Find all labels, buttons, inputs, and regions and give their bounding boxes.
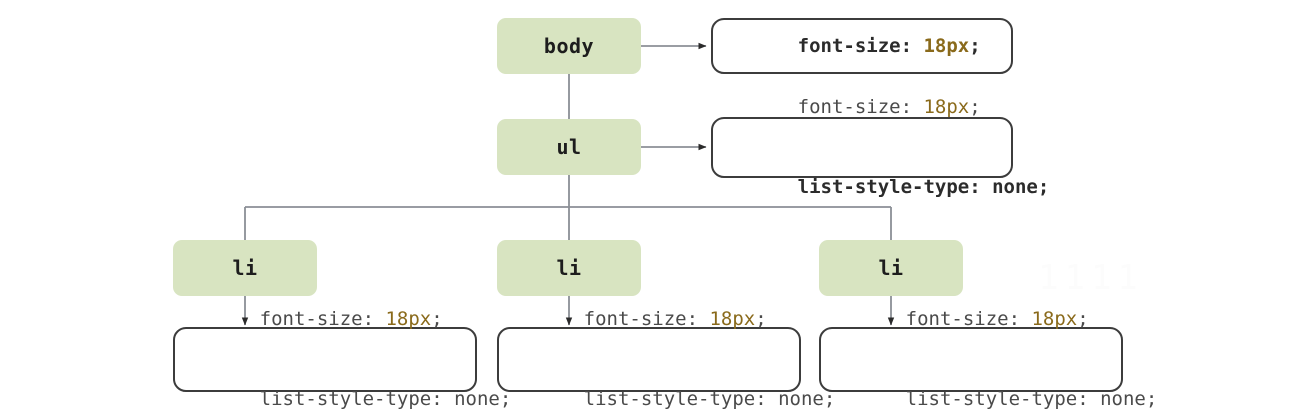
prop-terminator: ; <box>1145 388 1158 410</box>
node-li-1[interactable]: li <box>173 240 317 296</box>
prop-line-list-style-type: list-style-type: none; <box>729 148 1050 229</box>
node-body[interactable]: body <box>497 18 641 74</box>
prop-terminator: ; <box>1077 307 1089 330</box>
prop-name: list-style-type: <box>259 388 455 410</box>
prop-line-font-size: font-size: 18px; <box>729 67 1011 148</box>
prop-value: 18px <box>923 34 970 57</box>
prop-name: font-size: <box>583 307 710 330</box>
prop-terminator: ; <box>431 307 443 330</box>
prop-value: none <box>992 176 1038 199</box>
prop-line-font-size: font-size: 18px; <box>837 279 1121 360</box>
watermark: 1111 <box>1038 258 1144 298</box>
node-ul[interactable]: ul <box>497 119 641 175</box>
node-li-3[interactable]: li <box>819 240 963 296</box>
prop-name: font-size: <box>259 307 386 330</box>
prop-terminator: ; <box>969 34 981 57</box>
prop-box-li-3: font-size: 18px; list-style-type: none; <box>819 308 1157 410</box>
prop-name: list-style-type: <box>797 176 993 199</box>
prop-line-font-size: font-size: 18px; <box>729 6 1011 87</box>
prop-box-body: font-size: 18px; <box>711 18 1013 74</box>
prop-box-li-1: font-size: 18px; list-style-type: none; <box>173 308 511 410</box>
prop-terminator: ; <box>499 388 512 410</box>
prop-name: font-size: <box>905 307 1032 330</box>
prop-value: none <box>1100 388 1146 410</box>
prop-name: font-size: <box>797 34 924 57</box>
prop-name: font-size: <box>797 95 924 118</box>
prop-value: 18px <box>1031 307 1078 330</box>
prop-box-ul: font-size: 18px; list-style-type: none; <box>711 96 1049 198</box>
prop-line-list-style-type: list-style-type: none; <box>191 360 512 410</box>
prop-terminator: ; <box>1037 176 1050 199</box>
prop-value: none <box>778 388 824 410</box>
prop-terminator: ; <box>755 307 767 330</box>
prop-name: list-style-type: <box>905 388 1101 410</box>
prop-terminator: ; <box>969 95 981 118</box>
node-li-3-label: li <box>878 256 904 280</box>
prop-line-list-style-type: list-style-type: none; <box>837 360 1158 410</box>
prop-terminator: ; <box>823 388 836 410</box>
node-body-label: body <box>543 34 595 58</box>
prop-line-font-size: font-size: 18px; <box>191 279 475 360</box>
prop-line-font-size: font-size: 18px; <box>515 279 799 360</box>
node-li-2-label: li <box>556 256 582 280</box>
prop-value: 18px <box>923 95 970 118</box>
prop-value: 18px <box>709 307 756 330</box>
prop-value: 18px <box>385 307 432 330</box>
node-li-2[interactable]: li <box>497 240 641 296</box>
prop-box-li-2: font-size: 18px; list-style-type: none; <box>497 308 835 410</box>
node-ul-label: ul <box>556 135 582 159</box>
prop-name: list-style-type: <box>583 388 779 410</box>
prop-line-list-style-type: list-style-type: none; <box>515 360 836 410</box>
node-li-1-label: li <box>232 256 258 280</box>
prop-value: none <box>454 388 500 410</box>
